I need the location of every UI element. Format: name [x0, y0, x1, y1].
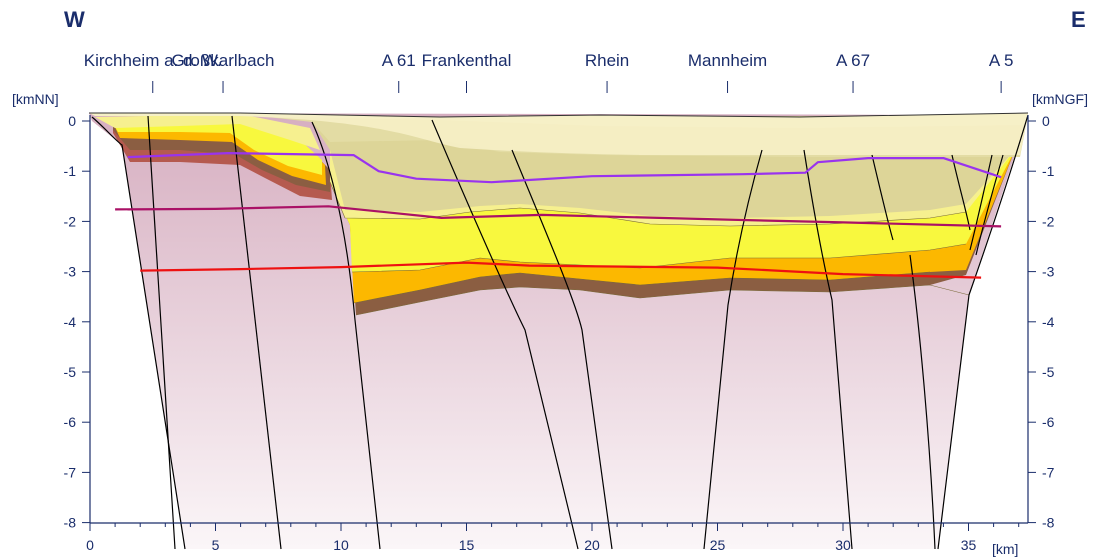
y-tick-label-right: 0 — [1042, 113, 1050, 129]
fault-9 — [909, 254, 936, 550]
y-tick-label-right: -1 — [1042, 163, 1055, 179]
y-tick-label-left: -2 — [64, 213, 77, 229]
fault-3 — [311, 121, 381, 550]
y-tick-label-right: -2 — [1042, 213, 1055, 229]
x-tick-label: 25 — [710, 537, 726, 553]
y-tick-label-left: -6 — [64, 414, 77, 430]
y-unit-right: [kmNGF] — [1032, 91, 1088, 107]
place-labels: Kirchheim a. d. W.Großkarlbach A 61 Franke… — [84, 51, 1014, 93]
place-label: A 61 — [382, 51, 416, 70]
y-tick-label-right: -4 — [1042, 314, 1055, 330]
y-tick-label-right: -3 — [1042, 264, 1055, 280]
fault-east-boundary — [937, 114, 1029, 550]
east-label: E — [1071, 7, 1086, 32]
place-label: Mannheim — [688, 51, 767, 70]
x-tick-label: 15 — [459, 537, 475, 553]
place-label: Großkarlbach — [172, 51, 275, 70]
y-tick-label-left: -5 — [64, 364, 77, 380]
y-tick-label-right: -8 — [1042, 515, 1055, 531]
x-tick-label: 10 — [333, 537, 349, 553]
y-unit-left: [kmNN] — [12, 91, 59, 107]
isoline-magenta — [115, 205, 1002, 228]
boundary-4 — [355, 284, 970, 316]
west-label: W — [64, 7, 85, 32]
place-label: A 5 — [989, 51, 1014, 70]
x-unit: [km] — [992, 541, 1018, 557]
x-tick-label: 5 — [212, 537, 220, 553]
fault-6 — [703, 149, 763, 550]
axis-ticks: 0 5 10 15 20 25 30 35 0 0 -1 -1 -2 -2 -3 -3 -4 -4 -5 -5 -6 -6… — [64, 113, 1055, 553]
place-label: Rhein — [585, 51, 629, 70]
fault-7 — [803, 149, 853, 550]
light-yellow-west — [95, 114, 320, 150]
isoline-violet — [127, 152, 1002, 184]
y-tick-label-left: -4 — [64, 314, 77, 330]
x-tick-label: 20 — [584, 537, 600, 553]
fault-10 — [951, 154, 971, 231]
fault-11 — [969, 154, 993, 251]
place-label: Frankenthal — [422, 51, 512, 70]
surface-line — [89, 112, 1029, 118]
y-tick-label-left: -3 — [64, 264, 77, 280]
fault-west-boundary — [91, 116, 186, 550]
y-tick-label-right: -6 — [1042, 414, 1055, 430]
y-tick-label-right: -5 — [1042, 364, 1055, 380]
place-label: Kirchheim a. d. W. — [84, 51, 222, 70]
y-tick-label-left: -8 — [64, 515, 77, 531]
place-label: A 67 — [836, 51, 870, 70]
y-tick-label-left: -7 — [64, 464, 77, 480]
fault-2 — [231, 115, 282, 550]
y-tick-label-left: 0 — [68, 113, 76, 129]
x-tick-label: 30 — [835, 537, 851, 553]
y-tick-label-right: -7 — [1042, 464, 1055, 480]
isolines — [115, 152, 1002, 279]
quaternary-cover — [89, 113, 1028, 155]
x-tick-label: 0 — [86, 537, 94, 553]
isoline-red — [140, 261, 982, 279]
boundary-3 — [353, 271, 931, 304]
fault-8 — [871, 154, 894, 241]
fault-1 — [147, 115, 176, 550]
x-tick-label: 35 — [961, 537, 977, 553]
fault-4 — [431, 119, 579, 550]
y-tick-label-left: -1 — [64, 163, 77, 179]
fault-12 — [975, 154, 1004, 256]
